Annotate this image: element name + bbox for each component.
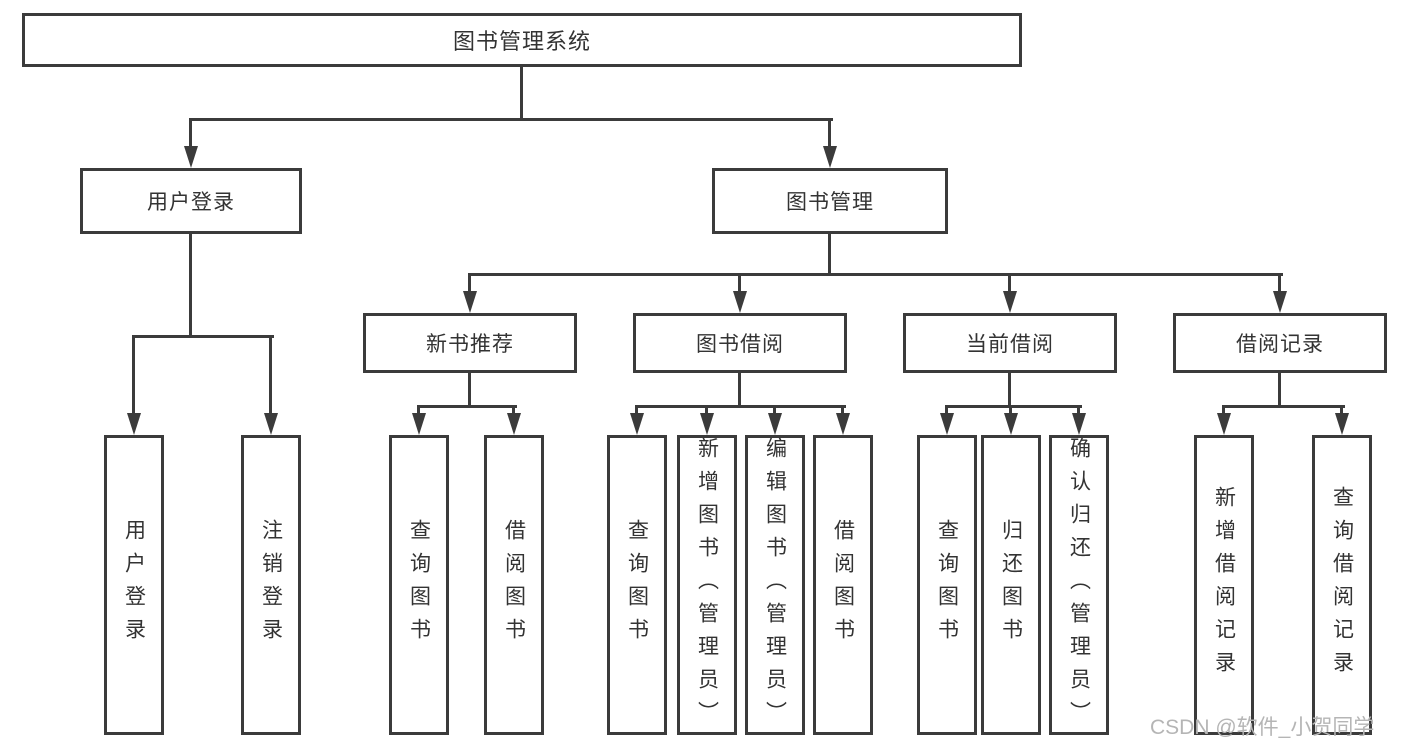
connector-drop-line xyxy=(773,405,776,415)
node-label: 用户登录 xyxy=(122,519,146,651)
connector-drop-line xyxy=(1340,405,1343,415)
connector-stem xyxy=(1278,371,1281,407)
node-label: 新增图书（管理员） xyxy=(695,436,719,734)
node-new-book-recommend: 新书推荐 xyxy=(363,313,577,373)
connector-drop-line xyxy=(468,273,471,293)
arrow-down-icon xyxy=(823,146,837,168)
connector-bar xyxy=(945,405,1082,408)
arrow-down-icon xyxy=(264,413,278,435)
connector-drop-line xyxy=(1008,273,1011,293)
leaf-cb-confirm-return-admin: 确认归还（管理员） xyxy=(1049,435,1109,735)
node-label: 查询图书 xyxy=(407,519,431,651)
arrow-down-icon xyxy=(1273,291,1287,313)
arrow-down-icon xyxy=(630,413,644,435)
connector-stem xyxy=(1008,371,1011,407)
leaf-bb-edit-books-admin: 编辑图书（管理员） xyxy=(745,435,805,735)
arrow-down-icon xyxy=(1003,291,1017,313)
arrow-down-icon xyxy=(836,413,850,435)
connector-drop-line xyxy=(1009,405,1012,415)
arrow-down-icon xyxy=(733,291,747,313)
connector-bar xyxy=(1222,405,1345,408)
node-label: 图书借阅 xyxy=(696,333,784,356)
arrow-down-icon xyxy=(700,413,714,435)
node-label: 借阅图书 xyxy=(831,519,855,651)
arrow-down-icon xyxy=(1004,413,1018,435)
connector-drop-line xyxy=(1077,405,1080,415)
leaf-bb-query-books: 查询图书 xyxy=(607,435,667,735)
connector-drop-line xyxy=(189,118,192,148)
connector-stem xyxy=(189,232,192,337)
connector-bar xyxy=(132,335,274,338)
node-label: 归还图书 xyxy=(999,519,1023,651)
connector-drop-line xyxy=(269,335,272,415)
node-label: 新增借阅记录 xyxy=(1212,486,1236,684)
node-label: 编辑图书（管理员） xyxy=(763,436,787,734)
node-label: 当前借阅 xyxy=(966,333,1054,356)
node-book-borrow: 图书借阅 xyxy=(633,313,847,373)
connector-drop-line xyxy=(417,405,420,415)
connector-drop-line xyxy=(635,405,638,415)
node-label: 查询图书 xyxy=(625,519,649,651)
leaf-bb-add-books-admin: 新增图书（管理员） xyxy=(677,435,737,735)
leaf-rec-query-borrow-record: 查询借阅记录 xyxy=(1312,435,1372,735)
arrow-down-icon xyxy=(184,146,198,168)
connector-drop-line xyxy=(738,273,741,293)
connector-drop-line xyxy=(841,405,844,415)
connector-stem xyxy=(520,65,523,121)
arrow-down-icon xyxy=(940,413,954,435)
leaf-rec-add-borrow-record: 新增借阅记录 xyxy=(1194,435,1254,735)
connector-bar xyxy=(468,273,1283,276)
connector-drop-line xyxy=(828,118,831,148)
arrow-down-icon xyxy=(507,413,521,435)
node-book-management-system: 图书管理系统 xyxy=(22,13,1022,67)
arrow-down-icon xyxy=(412,413,426,435)
node-borrow-records: 借阅记录 xyxy=(1173,313,1387,373)
node-label: 图书管理系统 xyxy=(452,29,591,54)
connector-drop-line xyxy=(705,405,708,415)
watermark: CSDN @软件_小贺同学 xyxy=(1150,716,1375,739)
connector-stem xyxy=(738,371,741,407)
leaf-nb-query-books: 查询图书 xyxy=(389,435,449,735)
connector-drop-line xyxy=(1222,405,1225,415)
connector-drop-line xyxy=(1278,273,1281,293)
node-label: 借阅图书 xyxy=(502,519,526,651)
arrow-down-icon xyxy=(1335,413,1349,435)
leaf-cb-query-books: 查询图书 xyxy=(917,435,977,735)
node-label: 图书管理 xyxy=(786,191,874,214)
connector-drop-line xyxy=(945,405,948,415)
connector-bar xyxy=(635,405,846,408)
connector-bar xyxy=(189,118,833,121)
connector-bar xyxy=(417,405,517,408)
arrow-down-icon xyxy=(127,413,141,435)
leaf-bb-borrow-books: 借阅图书 xyxy=(813,435,873,735)
node-user-login: 用户登录 xyxy=(80,168,302,234)
node-label: 用户登录 xyxy=(147,191,235,214)
leaf-logout: 注销登录 xyxy=(241,435,301,735)
connector-drop-line xyxy=(512,405,515,415)
node-label: 查询图书 xyxy=(935,519,959,651)
leaf-cb-return-books: 归还图书 xyxy=(981,435,1041,735)
node-label: 确认归还（管理员） xyxy=(1067,436,1091,734)
node-label: 注销登录 xyxy=(259,519,283,651)
arrow-down-icon xyxy=(463,291,477,313)
arrow-down-icon xyxy=(1217,413,1231,435)
leaf-user-login: 用户登录 xyxy=(104,435,164,735)
leaf-nb-borrow-books: 借阅图书 xyxy=(484,435,544,735)
connector-stem xyxy=(468,371,471,407)
node-label: 新书推荐 xyxy=(426,333,514,356)
node-label: 查询借阅记录 xyxy=(1330,486,1354,684)
arrow-down-icon xyxy=(768,413,782,435)
node-book-management: 图书管理 xyxy=(712,168,948,234)
connector-drop-line xyxy=(132,335,135,415)
node-current-borrow: 当前借阅 xyxy=(903,313,1117,373)
connector-stem xyxy=(828,232,831,275)
arrow-down-icon xyxy=(1072,413,1086,435)
node-label: 借阅记录 xyxy=(1236,333,1324,356)
